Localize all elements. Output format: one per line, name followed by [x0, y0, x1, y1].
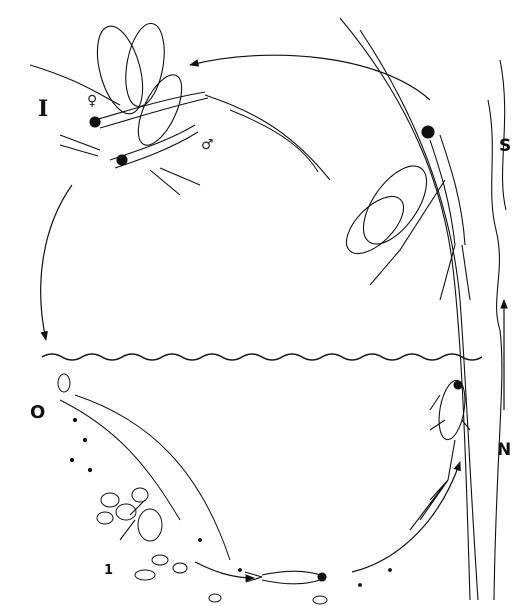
nymph-climbing: [410, 378, 470, 530]
female-symbol: ♀: [87, 94, 97, 108]
arrow-larva-to-nymph: [352, 462, 460, 572]
label-nymph: N: [497, 442, 511, 459]
label-subimago: S: [499, 138, 511, 155]
arrow-first-instar-to-larva: [195, 562, 254, 578]
label-imago: I: [38, 98, 48, 120]
label-egg: O: [30, 404, 45, 422]
arrow-spent-wing: [230, 110, 318, 172]
imago-mating-pair: [30, 21, 330, 195]
label-first-instar: 1: [104, 564, 113, 577]
water-surface-line: [42, 354, 482, 360]
subimago-on-stem: [337, 126, 470, 300]
arrow-subimago-to-imago: [190, 55, 430, 100]
arrow-imago-to-egg: [41, 185, 72, 340]
male-symbol: ♂: [201, 138, 214, 152]
